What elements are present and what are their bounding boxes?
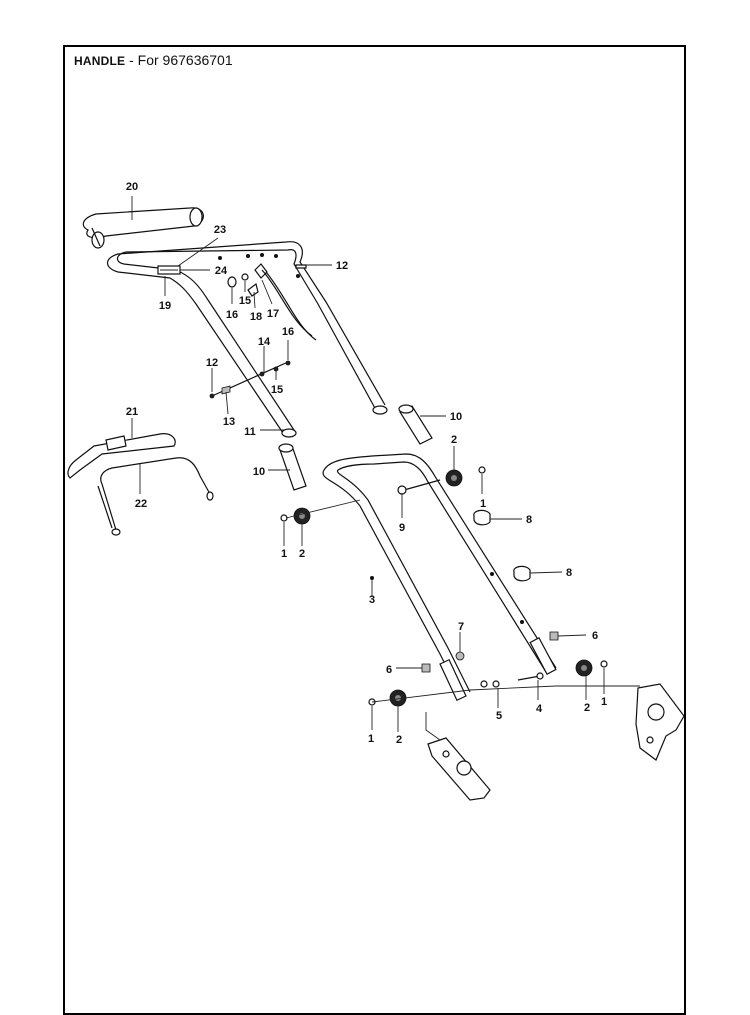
callout-1-top: 1 bbox=[480, 498, 486, 510]
callout-20: 20 bbox=[126, 181, 138, 193]
part-10-cover-left bbox=[278, 443, 307, 491]
callout-6-left: 6 bbox=[386, 664, 392, 676]
callout-6-right: 6 bbox=[592, 630, 598, 642]
part-9-bolt bbox=[397, 479, 441, 495]
part-1-nut-right bbox=[600, 660, 608, 668]
part-2-knob-right bbox=[575, 659, 593, 677]
section-title: HANDLE bbox=[74, 54, 126, 68]
callout-2-right: 2 bbox=[584, 702, 590, 714]
part-17-cable bbox=[254, 263, 317, 341]
page-title: HANDLE - For 967636701 bbox=[74, 52, 233, 68]
callout-16-b: 16 bbox=[282, 326, 294, 338]
callout-12-mid: 12 bbox=[206, 357, 218, 369]
part-upper-handle bbox=[106, 241, 388, 438]
part-24-switch-bracket bbox=[157, 265, 181, 275]
part-16-grommet-a bbox=[227, 276, 237, 288]
callout-22: 22 bbox=[135, 498, 147, 510]
part-6-bolt-right bbox=[549, 631, 559, 641]
callout-16-a: 16 bbox=[226, 309, 238, 321]
part-12-pin-top bbox=[295, 264, 307, 269]
part-6-bolt-left bbox=[421, 663, 431, 673]
callout-14: 14 bbox=[258, 336, 271, 348]
callout-2-left: 2 bbox=[299, 548, 305, 560]
callout-10-left: 10 bbox=[253, 466, 265, 478]
callout-1-bottom: 1 bbox=[368, 733, 374, 745]
callout-18: 18 bbox=[250, 311, 262, 323]
callout-11: 11 bbox=[244, 426, 256, 438]
part-2-knob-bottom bbox=[389, 689, 407, 707]
part-8-cable-guide-a bbox=[473, 509, 491, 526]
part-1-nut-top bbox=[478, 466, 486, 474]
callout-17: 17 bbox=[267, 308, 279, 320]
model-subtitle: For 967636701 bbox=[137, 52, 233, 68]
callout-15-a: 15 bbox=[239, 295, 251, 307]
diagram-frame bbox=[63, 45, 686, 1015]
callout-1-left: 1 bbox=[281, 548, 287, 560]
callout-9: 9 bbox=[399, 522, 405, 534]
assembly-guide-lines bbox=[285, 499, 640, 741]
callout-2-top: 2 bbox=[451, 434, 457, 446]
part-7-nut bbox=[455, 651, 465, 661]
part-4-bolt bbox=[517, 672, 544, 681]
part-adjustment-plate-right bbox=[635, 683, 685, 761]
callout-labels: 20 23 24 12 19 16 15 18 17 16 14 12 15 1… bbox=[126, 181, 607, 746]
leader-lines bbox=[131, 196, 605, 732]
part-8-cable-guide-b bbox=[513, 565, 531, 582]
callout-13: 13 bbox=[223, 416, 235, 428]
title-separator: - bbox=[125, 52, 138, 68]
part-adjustment-plate-left bbox=[427, 737, 491, 801]
part-20-grip-sleeve bbox=[82, 207, 204, 249]
callout-10-right: 10 bbox=[450, 411, 462, 423]
part-10-cover-right bbox=[398, 404, 433, 445]
callout-24: 24 bbox=[215, 265, 228, 277]
callout-8-b: 8 bbox=[566, 567, 572, 579]
callout-19: 19 bbox=[159, 300, 171, 312]
callout-1-right: 1 bbox=[601, 696, 607, 708]
callout-2-bottom: 2 bbox=[396, 734, 402, 746]
callout-12-top: 12 bbox=[336, 260, 348, 272]
callout-21: 21 bbox=[126, 406, 138, 418]
callout-15-b: 15 bbox=[271, 384, 283, 396]
part-22-bail-wire bbox=[97, 457, 214, 536]
part-3-lower-handle bbox=[322, 453, 557, 702]
callout-4: 4 bbox=[536, 703, 543, 715]
part-5-washers bbox=[480, 680, 500, 688]
part-21-control-bar bbox=[67, 433, 176, 479]
callout-3: 3 bbox=[369, 594, 375, 606]
callout-23: 23 bbox=[214, 224, 226, 236]
callout-5: 5 bbox=[496, 710, 502, 722]
callout-7: 7 bbox=[458, 621, 464, 633]
part-15-washer-a bbox=[241, 273, 249, 281]
part-2-knob-left bbox=[293, 507, 311, 525]
part-18-clip bbox=[247, 282, 259, 297]
callout-8-a: 8 bbox=[526, 514, 532, 526]
part-2-knob-top bbox=[445, 469, 463, 487]
